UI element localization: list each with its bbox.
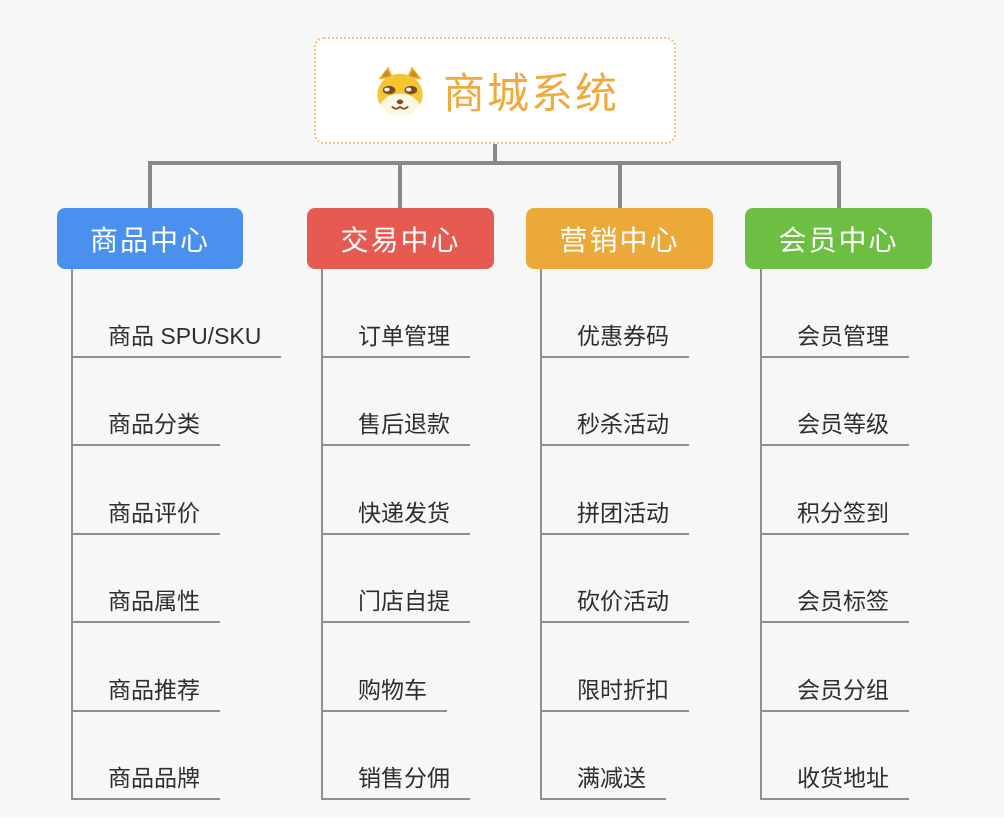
connector-drop-line <box>618 163 622 208</box>
connector-root-stub <box>493 142 497 163</box>
subtopic-list-member-center: 会员管理 会员等级 积分签到 会员标签 会员分组 收货地址 <box>760 269 909 800</box>
subtopic-item[interactable]: 满减送 <box>542 712 666 800</box>
branch-topic-trade-center[interactable]: 交易中心 <box>307 208 494 269</box>
subtopic-item[interactable]: 商品分类 <box>73 358 220 446</box>
subtopic-item[interactable]: 快递发货 <box>323 446 470 535</box>
connector-horizontal-line <box>148 161 841 165</box>
subtopic-item[interactable]: 商品评价 <box>73 446 220 535</box>
subtopic-item[interactable]: 商品推荐 <box>73 623 220 712</box>
subtopic-item[interactable]: 商品品牌 <box>73 712 220 800</box>
subtopic-item[interactable]: 商品 SPU/SKU <box>73 269 282 358</box>
subtopic-item[interactable]: 销售分佣 <box>323 712 470 800</box>
connector-drop-line <box>148 163 152 208</box>
branch-topic-product-center[interactable]: 商品中心 <box>57 208 243 269</box>
shiba-dog-icon <box>377 66 423 115</box>
subtopic-item[interactable]: 会员标签 <box>762 535 909 623</box>
subtopic-item[interactable]: 砍价活动 <box>542 535 689 623</box>
subtopic-item[interactable]: 门店自提 <box>323 535 470 623</box>
subtopic-item[interactable]: 售后退款 <box>323 358 470 446</box>
subtopic-list-product-center: 商品 SPU/SKU 商品分类 商品评价 商品属性 商品推荐 商品品牌 <box>71 269 282 800</box>
branch-topic-member-center[interactable]: 会员中心 <box>745 208 932 269</box>
subtopic-item[interactable]: 优惠券码 <box>542 269 689 358</box>
subtopic-item[interactable]: 收货地址 <box>762 712 909 800</box>
subtopic-item[interactable]: 积分签到 <box>762 446 909 535</box>
subtopic-item[interactable]: 限时折扣 <box>542 623 689 712</box>
connector-drop-line <box>398 163 402 208</box>
subtopic-item[interactable]: 商品属性 <box>73 535 220 623</box>
subtopic-list-marketing-center: 优惠券码 秒杀活动 拼团活动 砍价活动 限时折扣 满减送 <box>540 269 689 800</box>
canvas-bottom-edge <box>0 818 1004 840</box>
subtopic-item[interactable]: 会员等级 <box>762 358 909 446</box>
subtopic-item[interactable]: 购物车 <box>323 623 447 712</box>
subtopic-item[interactable]: 秒杀活动 <box>542 358 689 446</box>
root-topic[interactable]: 商城系统 <box>314 37 676 144</box>
subtopic-item[interactable]: 订单管理 <box>323 269 470 358</box>
subtopic-item[interactable]: 会员分组 <box>762 623 909 712</box>
subtopic-item[interactable]: 拼团活动 <box>542 446 689 535</box>
connector-drop-line <box>837 163 841 208</box>
subtopic-list-trade-center: 订单管理 售后退款 快递发货 门店自提 购物车 销售分佣 <box>321 269 470 800</box>
subtopic-item[interactable]: 会员管理 <box>762 269 909 358</box>
root-topic-label: 商城系统 <box>442 70 619 117</box>
branch-topic-marketing-center[interactable]: 营销中心 <box>526 208 713 269</box>
